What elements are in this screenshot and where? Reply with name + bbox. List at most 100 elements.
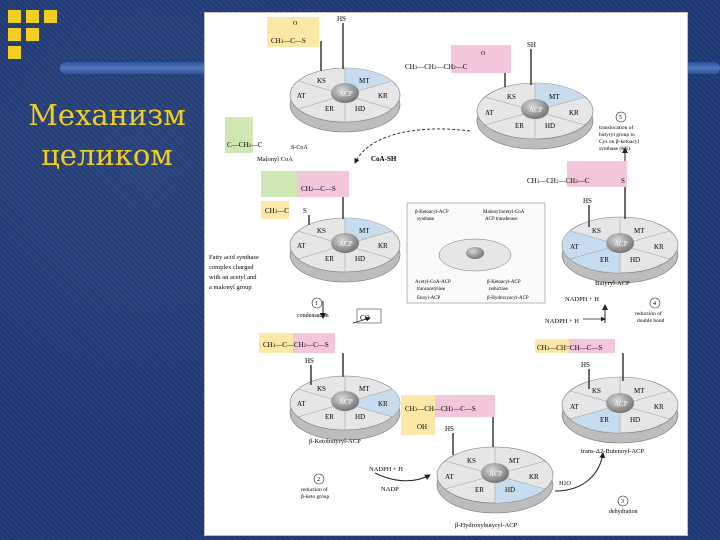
domain-er-label: ER: [325, 105, 334, 113]
step-caption: double bond: [637, 318, 665, 324]
domain-at-label: AT: [570, 403, 579, 411]
ketobutyryl-acp-label: β-Ketobutyryl-ACP: [309, 438, 361, 445]
domain-acp-label: ACP: [339, 398, 353, 406]
domain-mt-label: MT: [634, 387, 645, 395]
domain-er-label: ER: [325, 255, 334, 263]
domain-hd-label: HD: [505, 486, 515, 494]
domain-mt-label: MT: [549, 93, 560, 101]
domain-er-label: ER: [475, 486, 484, 494]
legend-text: synthase: [417, 217, 435, 222]
fas-wheel: ACP KS MT AT KR ER HD: [289, 217, 401, 283]
domain-ks-label: KS: [467, 457, 476, 465]
legend-text: β-Ketoacyl-ACP: [487, 280, 521, 285]
malonyl-pink-box: [297, 171, 349, 197]
coa-sh-label: CoA-SH: [371, 155, 397, 163]
fas-wheel: ACP KS MT AT KR ER HD: [561, 376, 679, 444]
legend-text: Enoyl-ACP: [417, 296, 441, 301]
cofactor-label: NADPH + H: [369, 466, 403, 473]
domain-legend: β-Ketoacyl-ACP synthase Malonyl/acetyl-C…: [406, 202, 546, 304]
thiol-label: HS: [581, 361, 590, 369]
butenoyl-acp-label: trans-Δ2-Butenoyl-ACP: [581, 448, 644, 455]
domain-kr-label: KR: [654, 403, 664, 411]
thiol-label: HS: [583, 197, 592, 205]
domain-hd-label: HD: [355, 413, 365, 421]
legend-text: Acetyl-CoA-ACP: [415, 280, 451, 285]
step-number: 4: [653, 301, 656, 307]
domain-hd-label: HD: [545, 122, 555, 130]
cofactor-label: NADPH + H: [565, 296, 599, 303]
water-label: H2O: [559, 480, 571, 487]
step-caption: butyryl group to: [599, 132, 635, 138]
fatty-acid-synthase-figure: ACP KS MT AT KR ER HD ACP KS MT AT KR ER…: [204, 12, 688, 536]
domain-er-label: ER: [600, 256, 609, 264]
fas-wheel: ACP KS MT AT KR ER HD: [289, 67, 401, 133]
domain-acp-label: ACP: [614, 400, 628, 408]
s-coa-label: S-CoA: [291, 145, 308, 151]
malonyl-carboxyl-box: [225, 117, 253, 153]
domain-kr-label: KR: [529, 473, 539, 481]
butyryl-ks-box: [567, 161, 627, 187]
fas-wheel: ACP KS MT AT KR ER HD: [561, 216, 679, 284]
domain-er-label: ER: [325, 413, 334, 421]
hydroxybutyryl-formula: CH3—CH—CH2—C—S: [405, 405, 476, 413]
ketobutyryl-pink-box: [293, 333, 335, 353]
domain-at-label: AT: [297, 92, 306, 100]
ketobutyryl-yellow-box: [259, 333, 293, 353]
butenoyl-pink-box: [569, 339, 615, 353]
cofactor-label: NADP: [381, 486, 399, 493]
domain-kr-label: KR: [378, 400, 388, 408]
domain-acp-label: ACP: [489, 470, 503, 478]
thiol-label: HS: [305, 357, 314, 365]
domain-mt-label: MT: [634, 227, 645, 235]
title-bullet-squares: [8, 10, 68, 70]
primed-caption: complex charged: [209, 264, 254, 271]
domain-er-label: ER: [600, 416, 609, 424]
domain-acp-label: ACP: [339, 240, 353, 248]
hydroxybutyryl-yellow-box: [401, 395, 435, 435]
domain-acp-label: ACP: [614, 240, 628, 248]
acetyl-small-box: [261, 201, 289, 219]
fas-wheel: ACP KS MT AT KR ER HD: [476, 82, 594, 150]
butyryl-acp-label: Butyryl-ACP: [595, 280, 630, 287]
step-caption: condensation: [297, 313, 329, 319]
step-number: 5: [619, 115, 622, 121]
domain-hd-label: HD: [355, 255, 365, 263]
primed-caption: a malonyl group: [209, 284, 252, 291]
slide-title: Механизм целиком: [28, 98, 186, 172]
domain-hd-label: HD: [355, 105, 365, 113]
domain-hd-label: HD: [630, 256, 640, 264]
domain-at-label: AT: [297, 242, 306, 250]
step-number: 2: [317, 477, 320, 483]
domain-at-label: AT: [445, 473, 454, 481]
legend-text: ACP transferase: [485, 217, 518, 222]
primed-caption: Fatty acid synthase: [209, 254, 259, 261]
domain-ks-label: KS: [592, 387, 601, 395]
sulfur-label: S: [303, 207, 307, 215]
legend-text: β-Ketoacyl-ACP: [415, 210, 449, 215]
hydroxybutyryl-acp-label: β-Hydroxybutyryl-ACP: [455, 522, 518, 529]
oxygen-label: O: [293, 21, 298, 27]
legend-text: Malonyl/acetyl-CoA: [483, 210, 525, 215]
step-caption: β-keto group: [301, 494, 330, 500]
domain-mt-label: MT: [509, 457, 520, 465]
butyryl-formula: CH3—CH2—CH2—C: [405, 63, 468, 71]
step-caption: synthase (KS): [599, 145, 630, 152]
malonyl-coa-formula: C—CH2—C: [227, 141, 263, 149]
domain-acp-label: ACP: [529, 106, 543, 114]
domain-at-label: AT: [485, 109, 494, 117]
domain-mt-label: MT: [359, 77, 370, 85]
step-caption: translocation of: [599, 124, 634, 131]
domain-mt-label: MT: [359, 385, 370, 393]
domain-mt-label: MT: [359, 227, 370, 235]
domain-kr-label: KR: [654, 243, 664, 251]
acetyl-formula: CH3—C—S: [271, 37, 306, 45]
step-caption: dehydration: [609, 509, 638, 515]
oxygen-label: O: [481, 51, 486, 57]
legend-text: transacetylase: [417, 287, 446, 292]
sulfur-label: S: [621, 177, 625, 185]
butyryl-top-box: [451, 45, 511, 73]
domain-hd-label: HD: [630, 416, 640, 424]
primed-caption: with an acetyl and: [209, 274, 257, 281]
fas-diagram: ACP KS MT AT KR ER HD ACP KS MT AT KR ER…: [209, 15, 679, 529]
step-caption: reduction of: [635, 310, 662, 317]
